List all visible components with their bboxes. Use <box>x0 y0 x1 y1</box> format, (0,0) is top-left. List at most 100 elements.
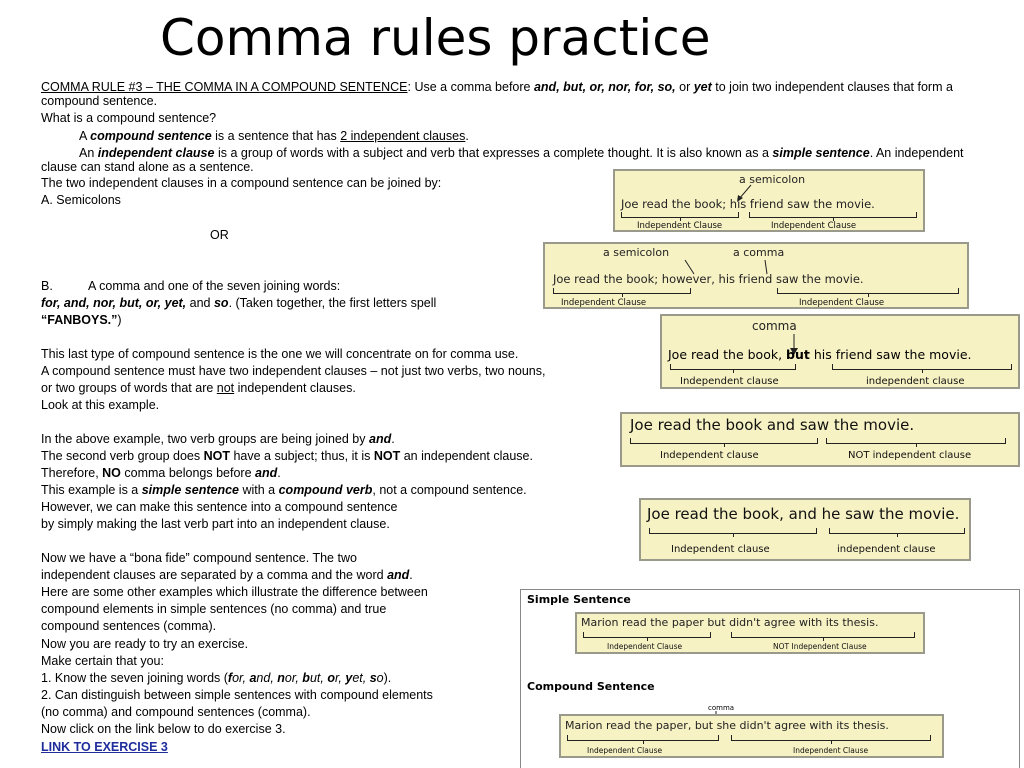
definition-independent: An independent clause is a group of word… <box>79 146 964 161</box>
para-text: independent clauses. <box>234 381 356 395</box>
para-3: or two groups of words that are not inde… <box>41 381 356 396</box>
para-text: In the above example, two verb groups ar… <box>41 432 369 446</box>
clause-bracket <box>829 528 965 537</box>
annotation: comma <box>708 704 735 712</box>
para-text: This example is a <box>41 483 142 497</box>
clause-bracket <box>826 438 1006 447</box>
para-1: This last type of compound sentence is t… <box>41 347 519 361</box>
instruction: Now click on the link below to do exerci… <box>41 722 286 736</box>
example-semicolon: a semicolon Joe read the book; his frien… <box>613 169 925 232</box>
arrow-icon <box>737 184 752 202</box>
page-title: Comma rules practice <box>160 9 711 67</box>
clause-bracket <box>649 528 817 537</box>
para-11: Now we have a “bona fide” compound sente… <box>41 551 357 565</box>
para-7: Therefore, NO comma belongs before and. <box>41 466 281 481</box>
para-text: independent clauses are separated by a c… <box>41 568 388 582</box>
list-emph: b <box>302 671 310 685</box>
def-term: compound sentence <box>90 129 212 143</box>
example-semicolon-comma: a semicolon a comma Joe read the book; h… <box>543 242 969 309</box>
example-compound-sentence: Joe read the book, and he saw the movie.… <box>639 498 971 561</box>
clause-bracket <box>731 735 931 744</box>
example-sentence: Joe read the book and saw the movie. <box>630 416 915 434</box>
definition-line-2: clause can stand alone as a sentence. <box>41 160 254 174</box>
list-emph: n <box>277 671 285 685</box>
para-9: However, we can make this sentence into … <box>41 500 398 514</box>
rule-text: or <box>675 80 694 94</box>
def-text: is a sentence that has <box>211 129 341 143</box>
exercise-link[interactable]: LINK TO EXERCISE 3 <box>41 740 168 754</box>
list-italic: nd, <box>256 671 278 685</box>
para-emph: NOT <box>373 449 401 463</box>
annotation: a semicolon <box>603 246 670 259</box>
para-text: The second verb group does <box>41 449 204 463</box>
clause-label: independent clause <box>866 376 965 387</box>
list-emph: s <box>369 671 377 685</box>
para-text: . <box>391 432 395 446</box>
rule-text: : Use a comma before <box>407 80 534 94</box>
para-5: In the above example, two verb groups ar… <box>41 432 395 447</box>
list-emph: o <box>327 671 335 685</box>
clause-label: NOT Independent Clause <box>773 642 867 651</box>
para-10: by simply making the last verb part into… <box>41 517 390 531</box>
def-text: is a group of words with a subject and v… <box>214 146 773 160</box>
example-sentence: Joe read the book, and he saw the movie. <box>647 505 960 523</box>
example-sentence: Marion read the paper, but she didn't ag… <box>565 719 889 732</box>
clause-label: Independent Clause <box>771 221 857 231</box>
joined-by: The two independent clauses in a compoun… <box>41 176 442 190</box>
list-emph: y <box>345 671 353 685</box>
def-text: . <box>465 129 469 143</box>
clause-bracket <box>670 364 796 373</box>
list-italic: r, <box>334 671 346 685</box>
para-emph: simple sentence <box>141 483 239 497</box>
def-underline: 2 independent clauses <box>340 129 466 143</box>
list-text: ). <box>383 671 392 685</box>
fanboys-name: “FANBOYS.” <box>41 313 118 327</box>
clause-bracket <box>777 288 959 297</box>
example-comma-but: comma Joe read the book, but his friend … <box>660 314 1020 389</box>
fanboys-words: so <box>213 296 229 310</box>
para-emph: NO <box>102 466 121 480</box>
rule-words: and, but, or, nor, for, so, <box>533 80 676 94</box>
para-15: compound sentences (comma). <box>41 619 217 633</box>
clause-bracket <box>749 212 917 221</box>
para-text: Therefore, <box>41 466 103 480</box>
clause-label: Independent Clause <box>587 746 663 755</box>
para-12: independent clauses are separated by a c… <box>41 568 413 583</box>
clause-label: Independent Clause <box>793 746 869 755</box>
list-italic: or, <box>284 671 303 685</box>
list-italic: or, <box>232 671 250 685</box>
list-item-3: (no comma) and compound sentences (comma… <box>41 705 311 719</box>
sentence-part: Joe read the book, <box>668 347 783 362</box>
clause-bracket <box>630 438 818 447</box>
list-item-2: 2. Can distinguish between simple senten… <box>41 688 433 702</box>
clause-bracket <box>832 364 1012 373</box>
para-14: compound elements in simple sentences (n… <box>41 602 387 616</box>
arrow-icon <box>684 259 768 275</box>
clause-label: Independent clause <box>660 450 759 461</box>
para-2: A compound sentence must have two indepe… <box>41 364 546 378</box>
clause-label: Independent Clause <box>607 642 683 651</box>
def-term: independent clause <box>97 146 215 160</box>
list-emph: f <box>227 671 233 685</box>
clause-bracket <box>621 212 739 221</box>
clause-label: independent clause <box>837 544 936 555</box>
fanboys-text: . (Taken together, the first letters spe… <box>228 296 437 310</box>
para-text: comma belongs before <box>120 466 255 480</box>
para-emph: NOT <box>203 449 230 463</box>
definition-compound: A compound sentence is a sentence that h… <box>79 129 469 144</box>
annotation: comma <box>752 319 797 333</box>
example-sentence: Joe read the book; his friend saw the mo… <box>621 197 875 211</box>
simple-vs-compound-panel: Simple Sentence Marion read the paper bu… <box>520 589 1020 768</box>
para-text: . <box>409 568 413 582</box>
def-text: An <box>79 146 98 160</box>
para-text: an independent clause. <box>400 449 533 463</box>
list-italic: ut, <box>309 671 328 685</box>
para-6: The second verb group does NOT have a su… <box>41 449 533 464</box>
para-text: have a subject; thus, it is <box>230 449 374 463</box>
para-4: Look at this example. <box>41 398 160 412</box>
fanboys-name-line: “FANBOYS.”) <box>41 313 122 328</box>
or-separator: OR <box>210 228 229 242</box>
rule-line-1: COMMA RULE #3 – THE COMMA IN A COMPOUND … <box>41 80 953 95</box>
clause-label: Independent Clause <box>561 298 647 308</box>
annotation: a semicolon <box>739 173 806 186</box>
